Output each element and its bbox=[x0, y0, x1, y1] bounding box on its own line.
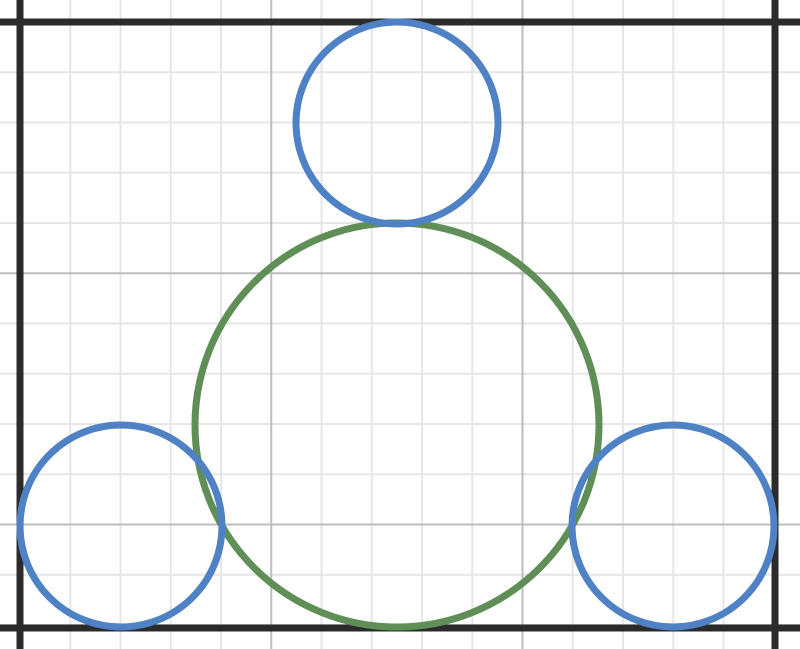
small-circle-top bbox=[292, 18, 502, 228]
small-circle-bottom-left bbox=[16, 421, 226, 631]
small-circle-bottom-right bbox=[568, 421, 778, 631]
circles bbox=[16, 18, 778, 631]
